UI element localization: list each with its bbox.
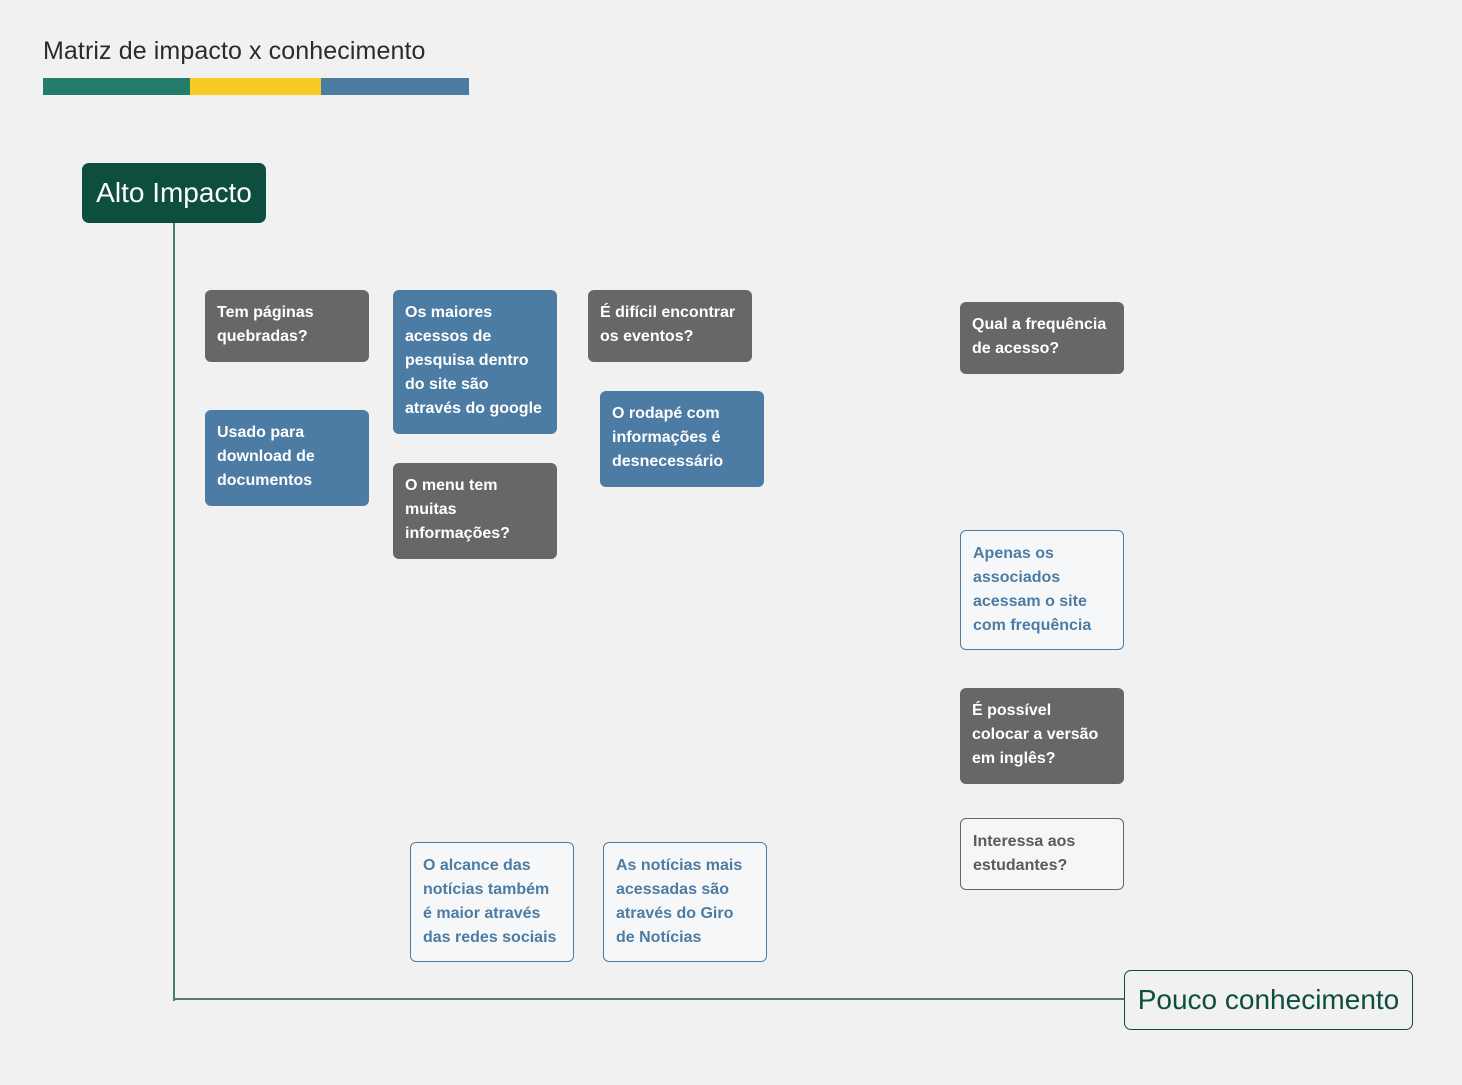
color-bar-yellow [190, 78, 321, 95]
sticky-note[interactable]: Interessa aos estudantes? [960, 818, 1124, 890]
sticky-note[interactable]: O alcance das notícias também é maior at… [410, 842, 574, 962]
color-bar-blue [321, 78, 469, 95]
sticky-note[interactable]: Tem páginas quebradas? [205, 290, 369, 362]
sticky-note[interactable]: As notícias mais acessadas são através d… [603, 842, 767, 962]
axis-label-low-knowledge[interactable]: Pouco conhecimento [1124, 970, 1413, 1030]
sticky-note[interactable]: Qual a frequência de acesso? [960, 302, 1124, 374]
axis-horizontal-line [173, 998, 1126, 1000]
page-title: Matriz de impacto x conhecimento [43, 37, 426, 65]
sticky-note[interactable]: Os maiores acessos de pesquisa dentro do… [393, 290, 557, 434]
axis-label-high-impact[interactable]: Alto Impacto [82, 163, 266, 223]
sticky-note[interactable]: É possível colocar a versão em inglês? [960, 688, 1124, 784]
sticky-note[interactable]: O rodapé com informações é desnecessário [600, 391, 764, 487]
sticky-note[interactable]: Apenas os associados acessam o site com … [960, 530, 1124, 650]
sticky-note[interactable]: É difícil encontrar os eventos? [588, 290, 752, 362]
sticky-note[interactable]: Usado para download de documentos [205, 410, 369, 506]
axis-vertical-line [173, 222, 175, 1001]
color-bar-green [43, 78, 190, 95]
sticky-note[interactable]: O menu tem muitas informações? [393, 463, 557, 559]
